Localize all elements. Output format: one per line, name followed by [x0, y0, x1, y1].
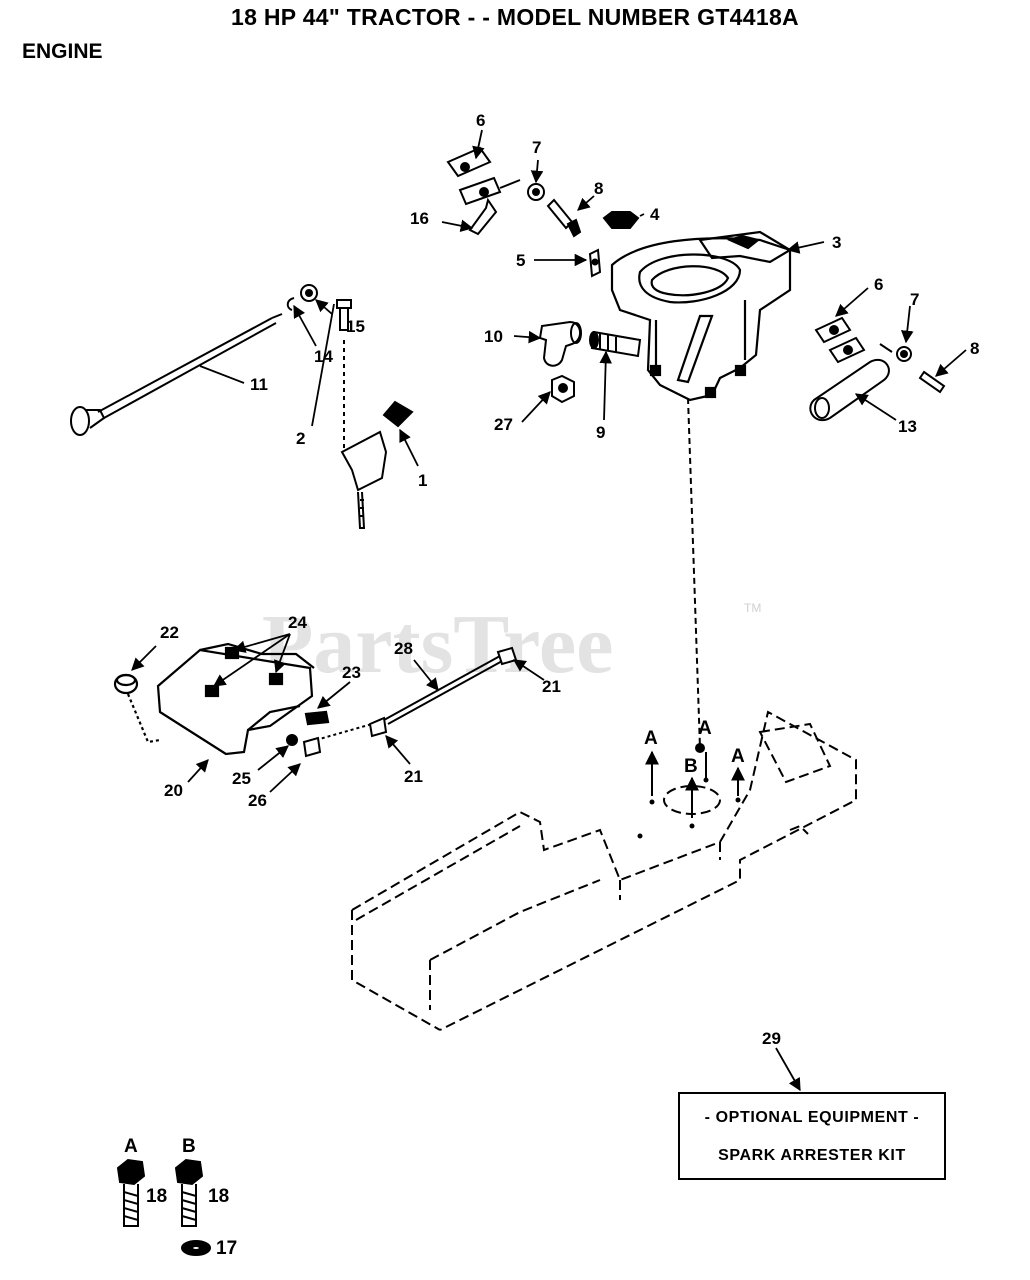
- watermark-trademark: TM: [744, 601, 761, 615]
- callout-27: 27: [494, 415, 513, 434]
- callout-11: 11: [250, 375, 268, 394]
- leader-lines: [131, 129, 967, 1092]
- callout-21b: 21: [404, 767, 423, 786]
- engine-body: [610, 230, 793, 402]
- callout-8: 8: [594, 179, 603, 198]
- callout-15: 15: [346, 317, 365, 336]
- callout-26: 26: [248, 791, 267, 810]
- throttle-rod: [286, 646, 518, 758]
- callout-7b: 7: [910, 290, 919, 309]
- callout-14: 14: [314, 347, 333, 366]
- clamp-upper: [446, 146, 521, 236]
- spark-arrester-kit-label: SPARK ARRESTER KIT: [718, 1147, 906, 1164]
- frame-holes: [637, 743, 741, 839]
- callout-13: 13: [898, 417, 917, 436]
- callout-28: 28: [394, 639, 413, 658]
- legend-a-label: A: [124, 1136, 138, 1157]
- marker-a-center: A: [698, 718, 712, 739]
- callout-20: 20: [164, 781, 183, 800]
- callout-8b: 8: [970, 339, 979, 358]
- legend-washer-part: 17: [216, 1238, 237, 1259]
- callout-4: 4: [650, 205, 660, 224]
- callout-10: 10: [484, 327, 503, 346]
- optional-equipment-title: - OPTIONAL EQUIPMENT -: [704, 1109, 920, 1126]
- optional-equipment-box: - OPTIONAL EQUIPMENT - SPARK ARRESTER KI…: [678, 1092, 946, 1180]
- callout-9: 9: [596, 423, 605, 442]
- callout-23: 23: [342, 663, 361, 682]
- callout-7: 7: [532, 138, 541, 157]
- tractor-frame: [351, 710, 857, 1031]
- exhaust-elbow-pipe: [538, 320, 642, 404]
- muffler: [809, 316, 946, 421]
- marker-a-left: A: [644, 728, 658, 749]
- mount-guide-line: [687, 397, 701, 749]
- throttle-bracket: [336, 299, 414, 529]
- callout-29: 29: [762, 1029, 781, 1048]
- dipstick-tube: [70, 313, 283, 436]
- callout-5: 5: [516, 251, 525, 270]
- callout-21a: 21: [542, 677, 561, 696]
- o-ring-and-cap: [286, 284, 318, 311]
- callout-22: 22: [160, 623, 179, 642]
- callout-6: 6: [476, 111, 485, 130]
- mount-arrows: [645, 750, 745, 818]
- callout-16: 16: [410, 209, 429, 228]
- marker-a-right: A: [731, 746, 745, 767]
- callout-2: 2: [296, 429, 305, 448]
- section-title: ENGINE: [22, 40, 103, 63]
- marker-b: B: [684, 756, 698, 777]
- upper-fasteners: [527, 183, 640, 278]
- legend-a-part: 18: [146, 1186, 167, 1207]
- legend-b-label: B: [182, 1136, 196, 1157]
- watermark-text: PartsTree: [262, 598, 613, 691]
- callout-25: 25: [232, 769, 251, 788]
- legend-bolts: [116, 1158, 211, 1256]
- callout-3: 3: [832, 233, 841, 252]
- callout-1: 1: [418, 471, 427, 490]
- callout-24: 24: [288, 613, 307, 632]
- legend-b-part: 18: [208, 1186, 229, 1207]
- callout-6b: 6: [874, 275, 883, 294]
- page-title: 18 HP 44" TRACTOR - - MODEL NUMBER GT441…: [231, 4, 799, 30]
